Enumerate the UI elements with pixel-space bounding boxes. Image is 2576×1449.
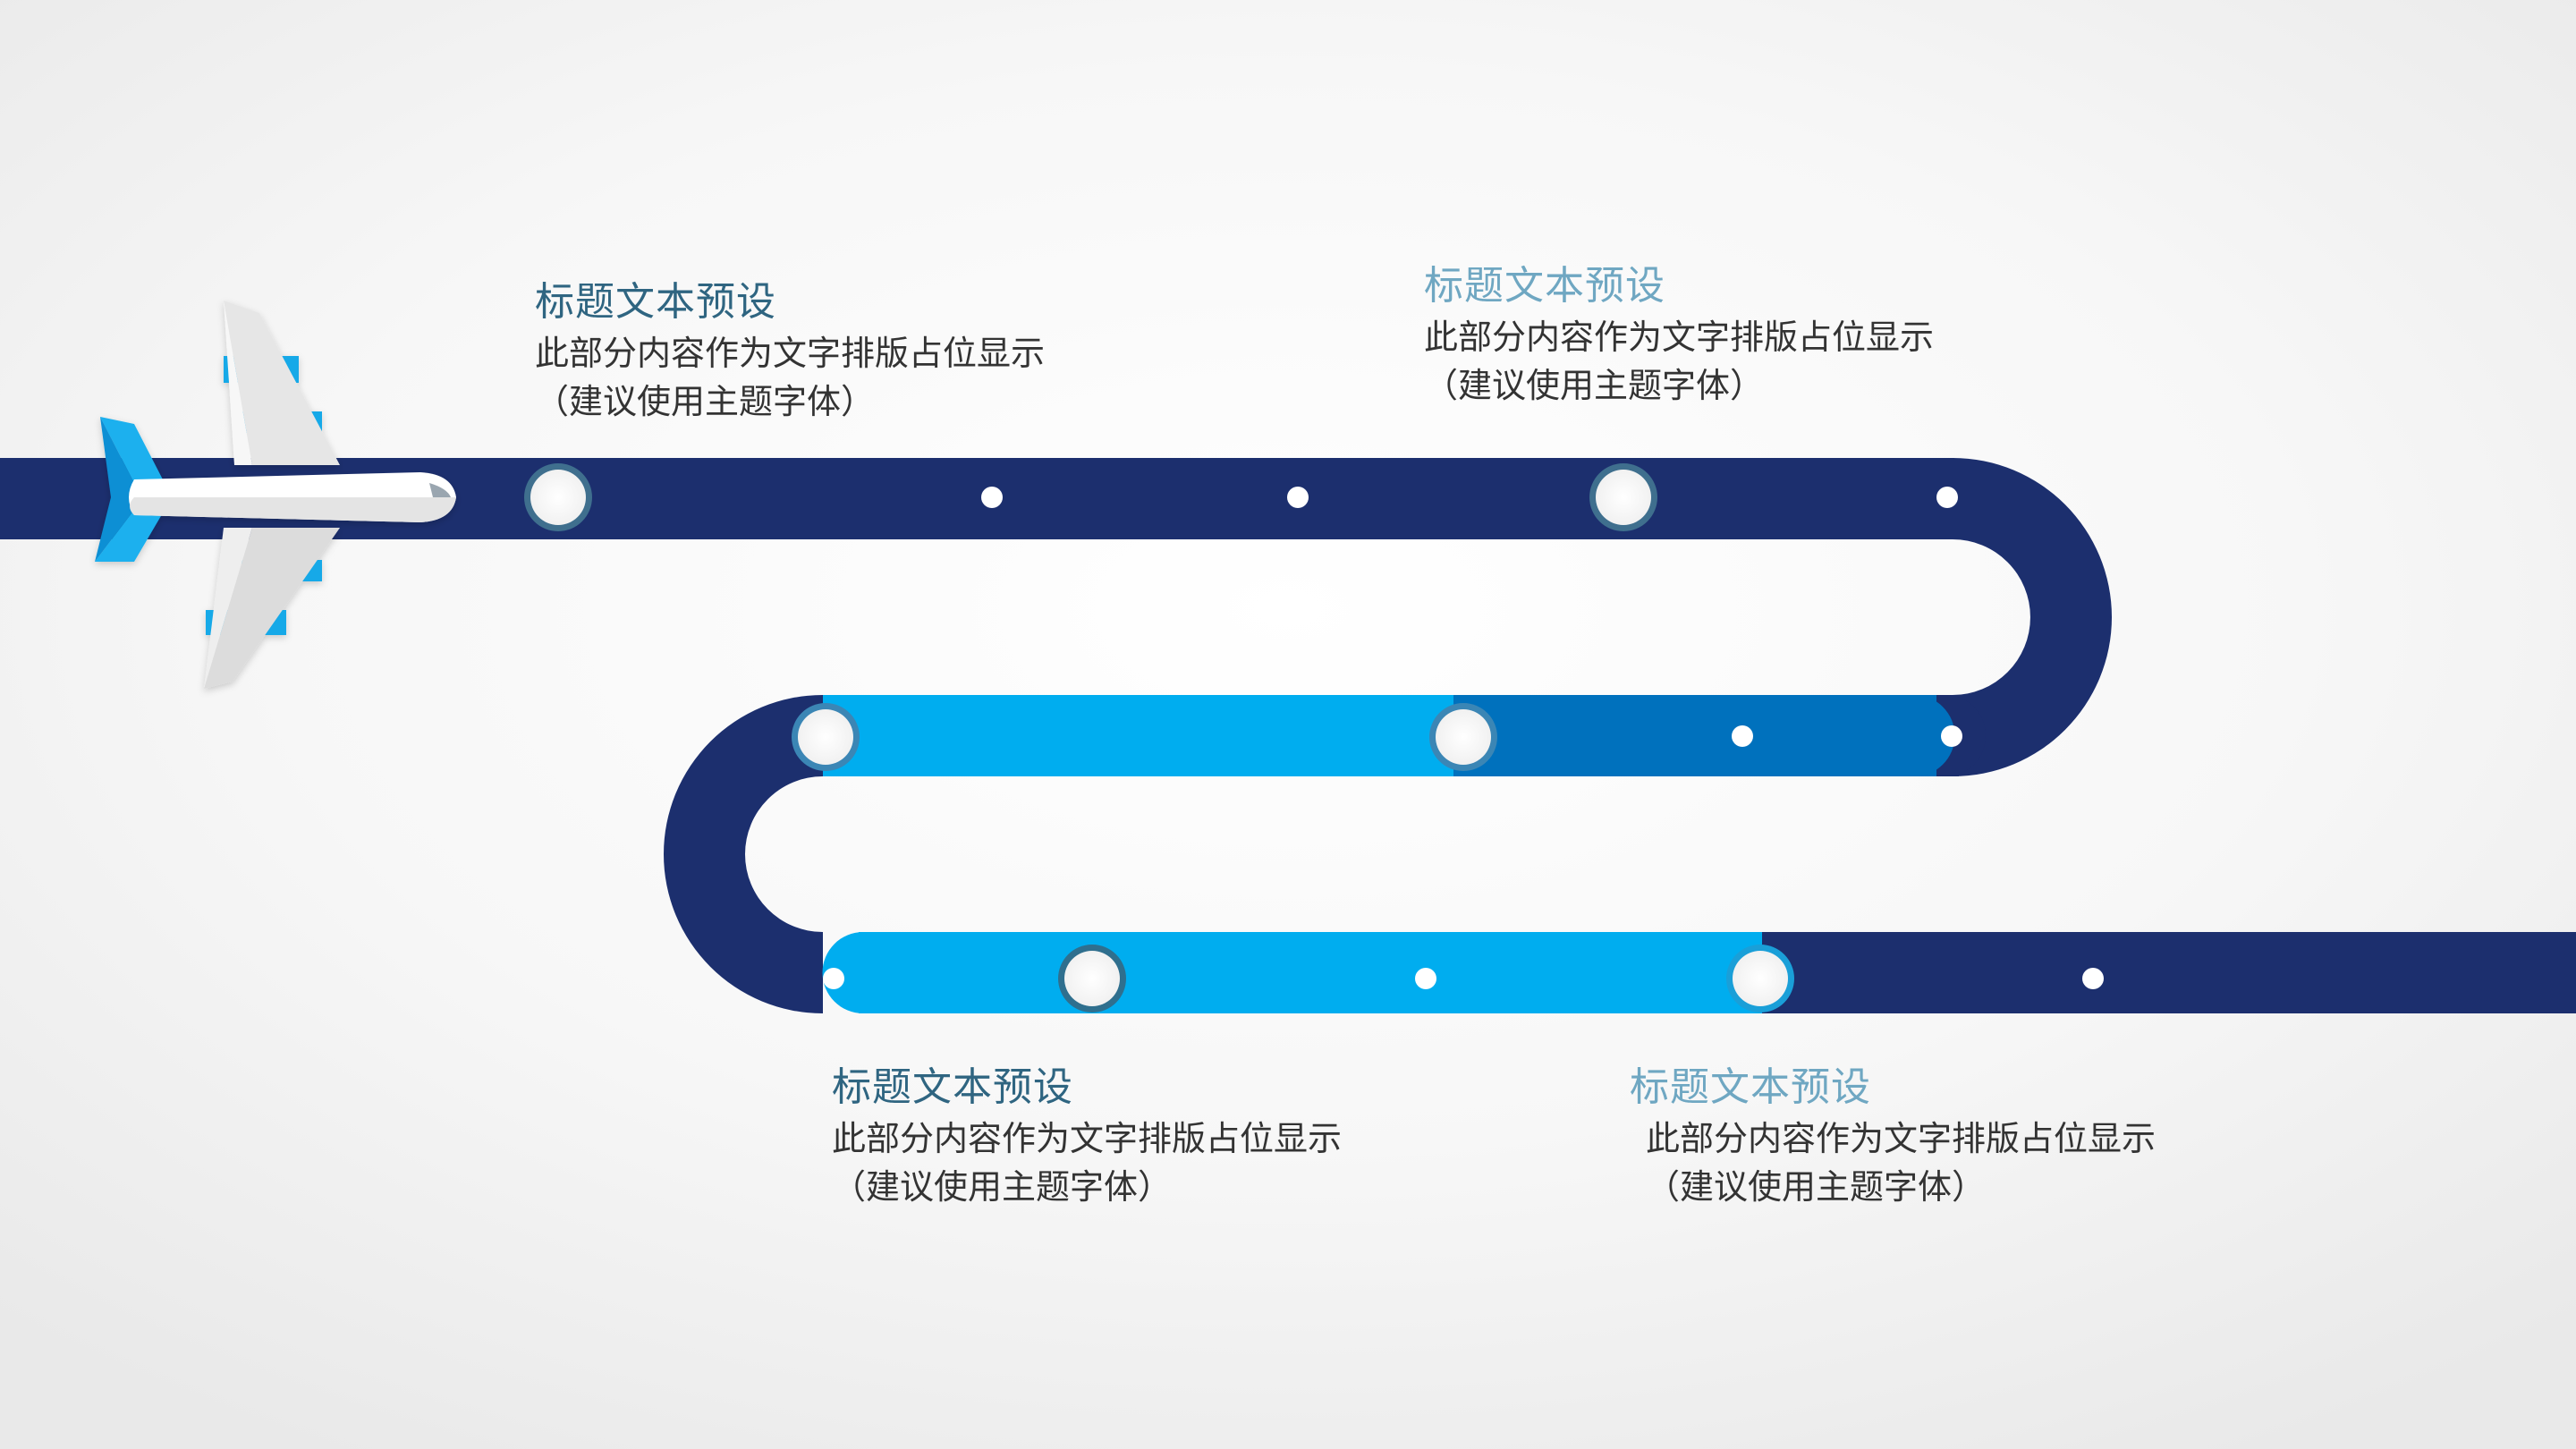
milestone-marker xyxy=(1429,703,1497,771)
route-segment-middle-light xyxy=(823,695,1453,776)
waypoint-dot xyxy=(1941,725,1962,747)
airplane-icon xyxy=(95,301,456,689)
route-turn-right xyxy=(1953,458,2112,776)
milestone-body-line2: （建议使用主题字体） xyxy=(535,382,876,421)
milestone-marker xyxy=(1589,463,1657,531)
waypoint-dot xyxy=(1287,487,1309,508)
milestone-title: 标题文本预设 xyxy=(535,279,776,325)
milestone-marker xyxy=(1058,945,1126,1013)
waypoint-dot xyxy=(1732,725,1753,747)
route-ribbon xyxy=(0,458,2576,1013)
milestone-4: 标题文本预设 此部分内容作为文字排版占位显示 （建议使用主题字体） xyxy=(1630,1061,2274,1211)
milestone-title: 标题文本预设 xyxy=(832,1064,1073,1110)
milestone-title: 标题文本预设 xyxy=(1630,1064,1871,1110)
milestone-marker xyxy=(792,703,860,771)
milestone-body-line1: 此部分内容作为文字排版占位显示 xyxy=(832,1119,1343,1158)
milestone-3: 标题文本预设 此部分内容作为文字排版占位显示 （建议使用主题字体） xyxy=(832,1061,1476,1211)
milestone-marker xyxy=(1726,945,1794,1013)
milestone-marker xyxy=(524,463,592,531)
milestone-body-line2: （建议使用主题字体） xyxy=(1424,366,1765,405)
route-segment-middle-midcap xyxy=(1914,695,1955,776)
waypoint-dot xyxy=(1415,968,1436,989)
milestone-body-line1: 此部分内容作为文字排版占位显示 xyxy=(535,334,1046,373)
waypoint-dots xyxy=(823,487,2104,989)
route-segment-bottom-dark xyxy=(1762,932,2576,1013)
milestone-body-line2: （建议使用主题字体） xyxy=(832,1167,1173,1207)
milestone-body-line1: 此部分内容作为文字排版占位显示 xyxy=(1646,1119,2157,1158)
waypoint-dot xyxy=(1936,487,1958,508)
waypoint-dot xyxy=(823,968,844,989)
route-segment-bottom-lightcap xyxy=(822,932,894,1013)
waypoint-dot xyxy=(981,487,1003,508)
route-turn-left xyxy=(664,695,823,1013)
milestone-markers xyxy=(524,463,1794,1013)
milestone-body-line2: （建议使用主题字体） xyxy=(1646,1167,1987,1207)
waypoint-dot xyxy=(2082,968,2104,989)
milestone-2: 标题文本预设 此部分内容作为文字排版占位显示 （建议使用主题字体） xyxy=(1424,259,2068,410)
milestone-body-line1: 此部分内容作为文字排版占位显示 xyxy=(1424,318,1935,357)
milestone-1: 标题文本预设 此部分内容作为文字排版占位显示 （建议使用主题字体） xyxy=(535,275,1179,426)
route-segment-middle-mid xyxy=(1449,695,1936,776)
route-segment-bottom-light xyxy=(859,932,1807,1013)
milestone-title: 标题文本预设 xyxy=(1424,263,1665,309)
